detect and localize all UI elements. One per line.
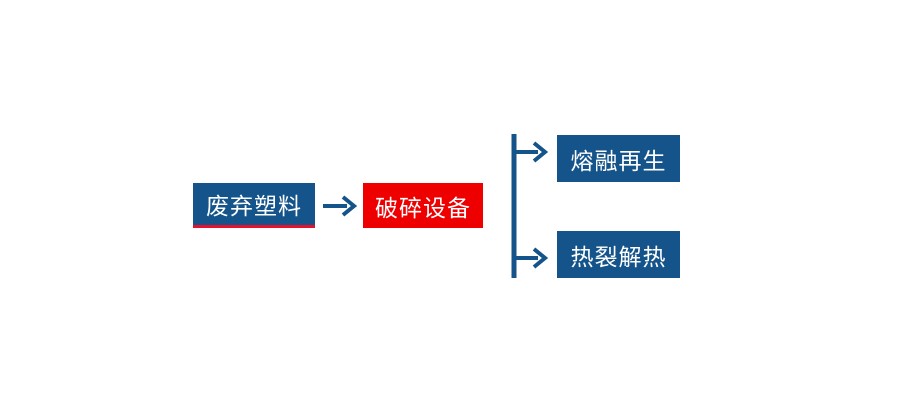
- arrow-source-to-process: [323, 195, 358, 217]
- node-waste-plastic[interactable]: 废弃塑料: [193, 183, 315, 228]
- node-melt-regeneration-label: 熔融再生: [570, 148, 667, 175]
- node-melt-regeneration[interactable]: 熔融再生: [557, 135, 680, 182]
- branch-connector-split: [511, 134, 549, 278]
- node-waste-plastic-label: 废弃塑料: [206, 194, 302, 220]
- node-pyrolysis-heat[interactable]: 热裂解热: [557, 231, 680, 278]
- node-crushing-equipment[interactable]: 破碎设备: [363, 183, 483, 228]
- node-pyrolysis-heat-label: 热裂解热: [570, 244, 667, 271]
- node-crushing-equipment-label: 破碎设备: [375, 195, 471, 222]
